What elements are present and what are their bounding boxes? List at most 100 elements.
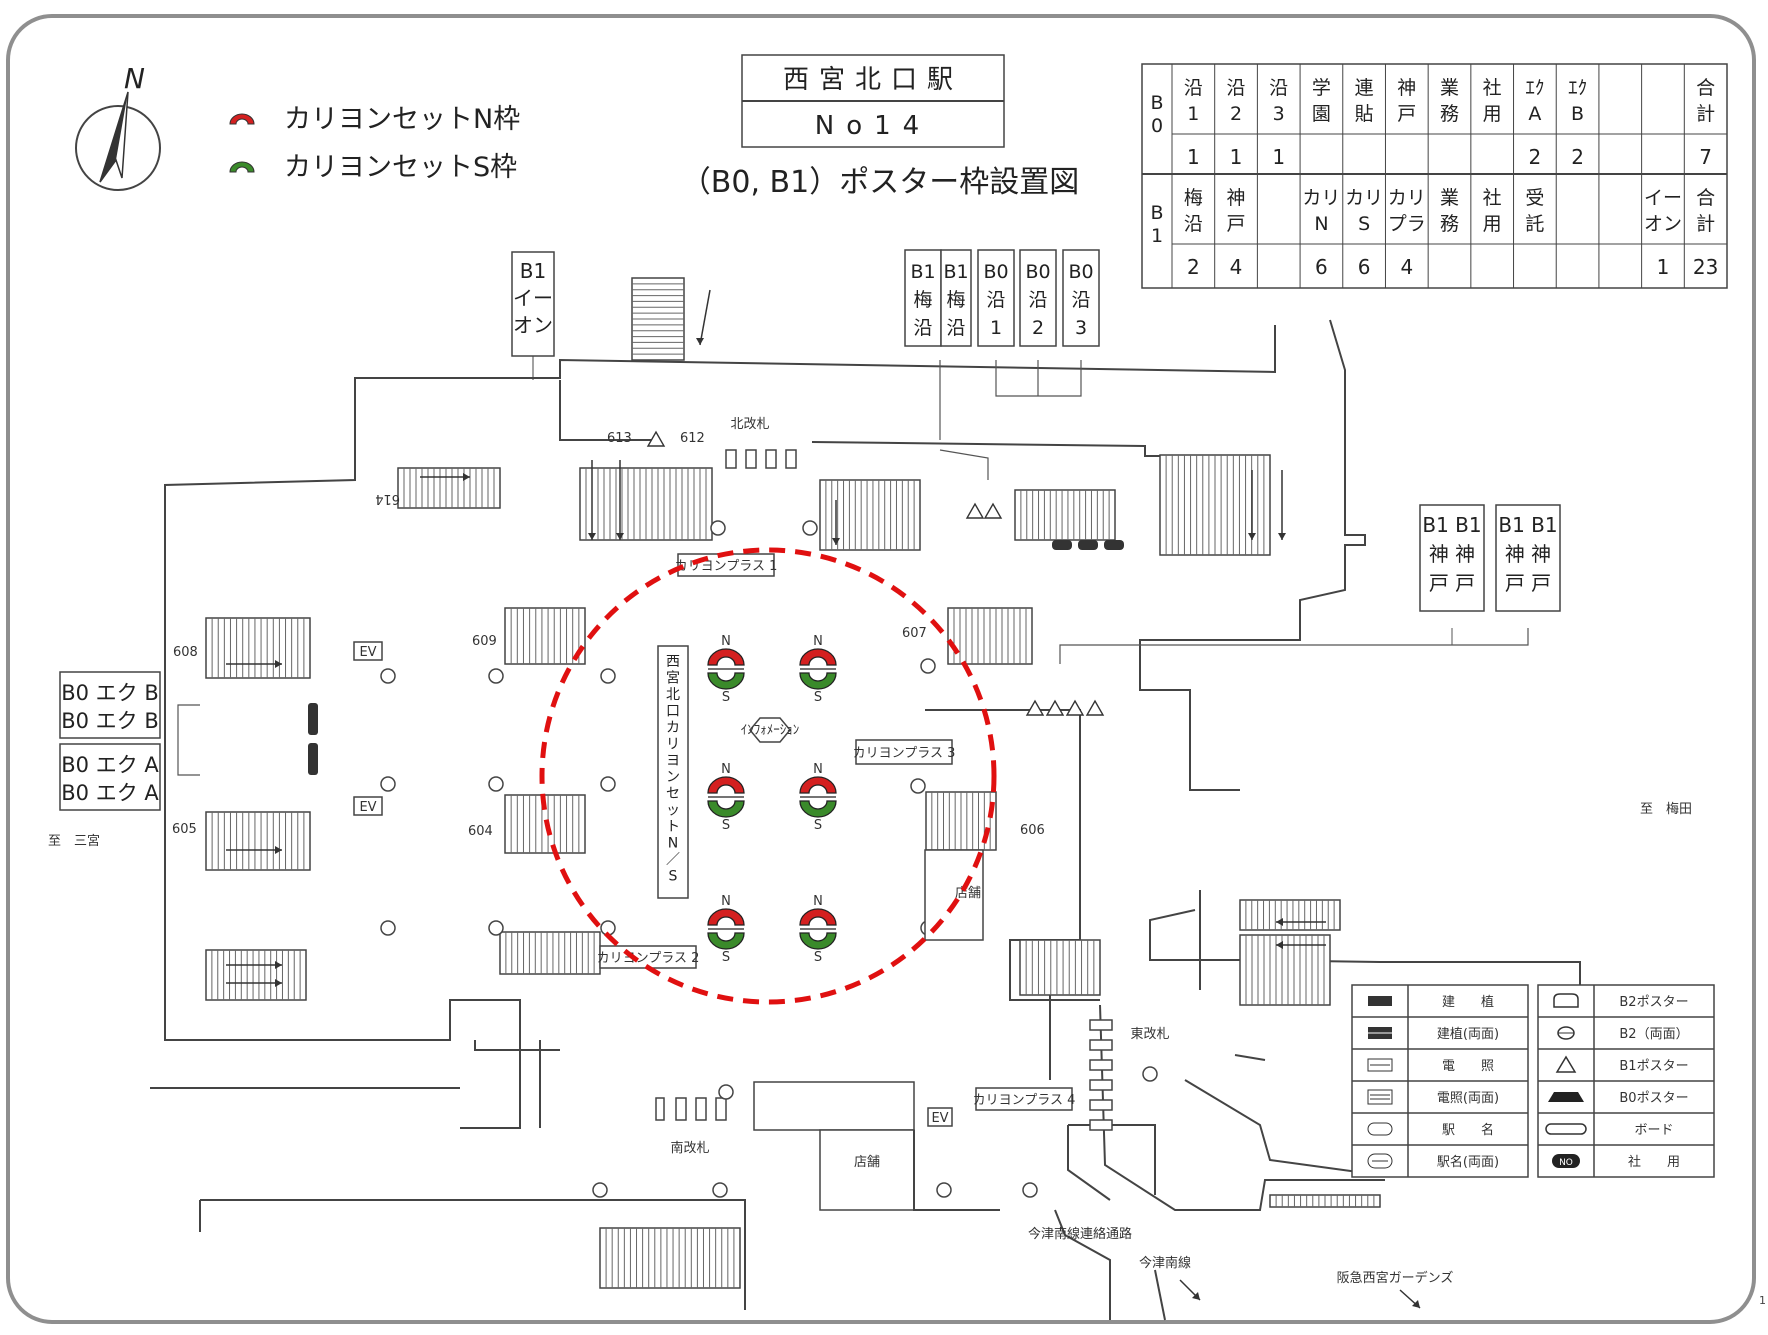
svg-text:612: 612 (680, 431, 705, 446)
table-header-cell: 合 (1696, 77, 1715, 99)
svg-text:梅: 梅 (913, 289, 932, 311)
b1-poster-icon (983, 502, 1003, 519)
column (592, 1182, 608, 1198)
table-value-cell: 2 (1571, 145, 1584, 169)
svg-text:604: 604 (468, 824, 493, 839)
table-header-cell: 社 (1483, 187, 1502, 209)
n-frame-icon (799, 776, 837, 794)
svg-text:S: S (722, 950, 730, 965)
svg-text:B0 エク A: B0 エク A (61, 781, 159, 805)
svg-text:イー: イー (513, 286, 553, 310)
legend-n-label: カリヨンセットN枠 (284, 104, 520, 135)
table-value-cell: 1 (1272, 145, 1285, 169)
table-header-cell: 沿 (1227, 77, 1246, 99)
svg-text:沿: 沿 (1071, 289, 1090, 311)
svg-text:B1 B1: B1 B1 (1498, 513, 1557, 537)
table-value-cell: 7 (1699, 145, 1712, 169)
table-header-cell: イー (1644, 187, 1682, 209)
svg-text:N: N (813, 634, 823, 649)
ns-frame-pair: NS (707, 762, 745, 833)
svg-text:NO: NO (1559, 1158, 1573, 1168)
svg-text:B1: B1 (910, 261, 935, 283)
column (718, 1084, 734, 1100)
svg-text:ｲﾝﾌｫﾒｰｼｮﾝ: ｲﾝﾌｫﾒｰｼｮﾝ (741, 723, 800, 738)
n-frame-icon (707, 776, 745, 794)
legend-item-label: 社 用 (1628, 1154, 1680, 1170)
ns-frame-pair: NS (707, 894, 745, 965)
svg-text:梅: 梅 (946, 289, 965, 311)
table-header-cell: 沿 (1269, 77, 1288, 99)
svg-text:務: 務 (1440, 103, 1459, 125)
s-frame-icon (799, 800, 837, 818)
svg-text:2: 2 (1032, 317, 1044, 339)
table-value-cell: 2 (1529, 145, 1542, 169)
svg-text:3: 3 (1075, 317, 1087, 339)
b1-poster-icon (646, 430, 666, 447)
north-label: N (124, 62, 145, 95)
svg-text:園: 園 (1312, 103, 1331, 125)
svg-text:沿: 沿 (1184, 213, 1203, 235)
svg-text:N: N (813, 894, 823, 909)
svg-text:カリヨンプラス 2: カリヨンプラス 2 (597, 951, 700, 966)
svg-text:計: 計 (1696, 103, 1715, 125)
svg-text:S: S (814, 950, 822, 965)
s-frame-icon (799, 672, 837, 690)
table-header-cell: 梅 (1184, 187, 1203, 209)
svg-text:神 神: 神 神 (1429, 542, 1475, 566)
column (712, 1182, 728, 1198)
b0-poster-icon (1104, 540, 1124, 550)
svg-text:神 神: 神 神 (1505, 542, 1551, 566)
svg-text:オン: オン (1644, 213, 1682, 235)
svg-text:B1: B1 (943, 261, 968, 283)
legend-item-label: 建 植 (1442, 995, 1494, 1010)
table-header-cell: 連 (1355, 77, 1374, 99)
svg-text:カリヨンプラス 3: カリヨンプラス 3 (853, 746, 956, 761)
svg-text:カリヨンプラス 4: カリヨンプラス 4 (973, 1093, 1076, 1108)
table-group-label: B (1150, 92, 1163, 114)
table-header-cell: 業 (1440, 77, 1459, 99)
south-gate-label: 南改札 (670, 1140, 709, 1156)
south-gate: 南改札 (655, 1097, 727, 1156)
table-value-cell: 6 (1358, 255, 1371, 279)
highlight-circle (539, 547, 997, 1005)
table-header-cell: 神 (1227, 187, 1246, 209)
svg-text:計: 計 (1696, 213, 1715, 235)
svg-text:カリヨンプラス 1: カリヨンプラス 1 (675, 559, 778, 574)
table-value-cell: 1 (1187, 145, 1200, 169)
svg-text:S: S (722, 818, 730, 833)
column (488, 776, 504, 792)
svg-text:A: A (1528, 103, 1541, 125)
svg-text:N: N (813, 762, 823, 777)
b1-poster-icon (1065, 699, 1085, 716)
svg-text:1: 1 (1151, 225, 1163, 247)
svg-text:戸 戸: 戸 戸 (1505, 571, 1551, 595)
ns-frame-pair: NS (799, 762, 837, 833)
s-frame-icon (799, 932, 837, 950)
east-gate: 東改札 (1089, 1019, 1170, 1131)
table-header-cell: 沿 (1184, 77, 1203, 99)
s-frame-icon (707, 672, 745, 690)
ev-label: EV (359, 645, 376, 660)
svg-text:B1 B1: B1 B1 (1422, 513, 1481, 537)
legend-item-label: 駅名(両面) (1437, 1154, 1499, 1170)
svg-text:609: 609 (472, 634, 497, 649)
b0-poster-icon (1052, 540, 1072, 550)
svg-text:608: 608 (173, 645, 198, 660)
svg-text:N: N (721, 762, 731, 777)
imazu-passage-label: 今津南線連絡通路 (1028, 1226, 1132, 1242)
info-icon: ｲﾝﾌｫﾒｰｼｮﾝ (741, 717, 800, 743)
column (920, 658, 936, 674)
table-header-cell: 合 (1696, 187, 1715, 209)
svg-text:B0: B0 (1025, 261, 1050, 283)
svg-text:戸: 戸 (1227, 213, 1246, 235)
svg-text:S: S (722, 690, 730, 705)
svg-text:606: 606 (1020, 823, 1045, 838)
gardens-label: 阪急西宮ガーデンズ (1337, 1270, 1454, 1286)
s-frame-icon (707, 800, 745, 818)
table-group-label: B (1150, 202, 1163, 224)
